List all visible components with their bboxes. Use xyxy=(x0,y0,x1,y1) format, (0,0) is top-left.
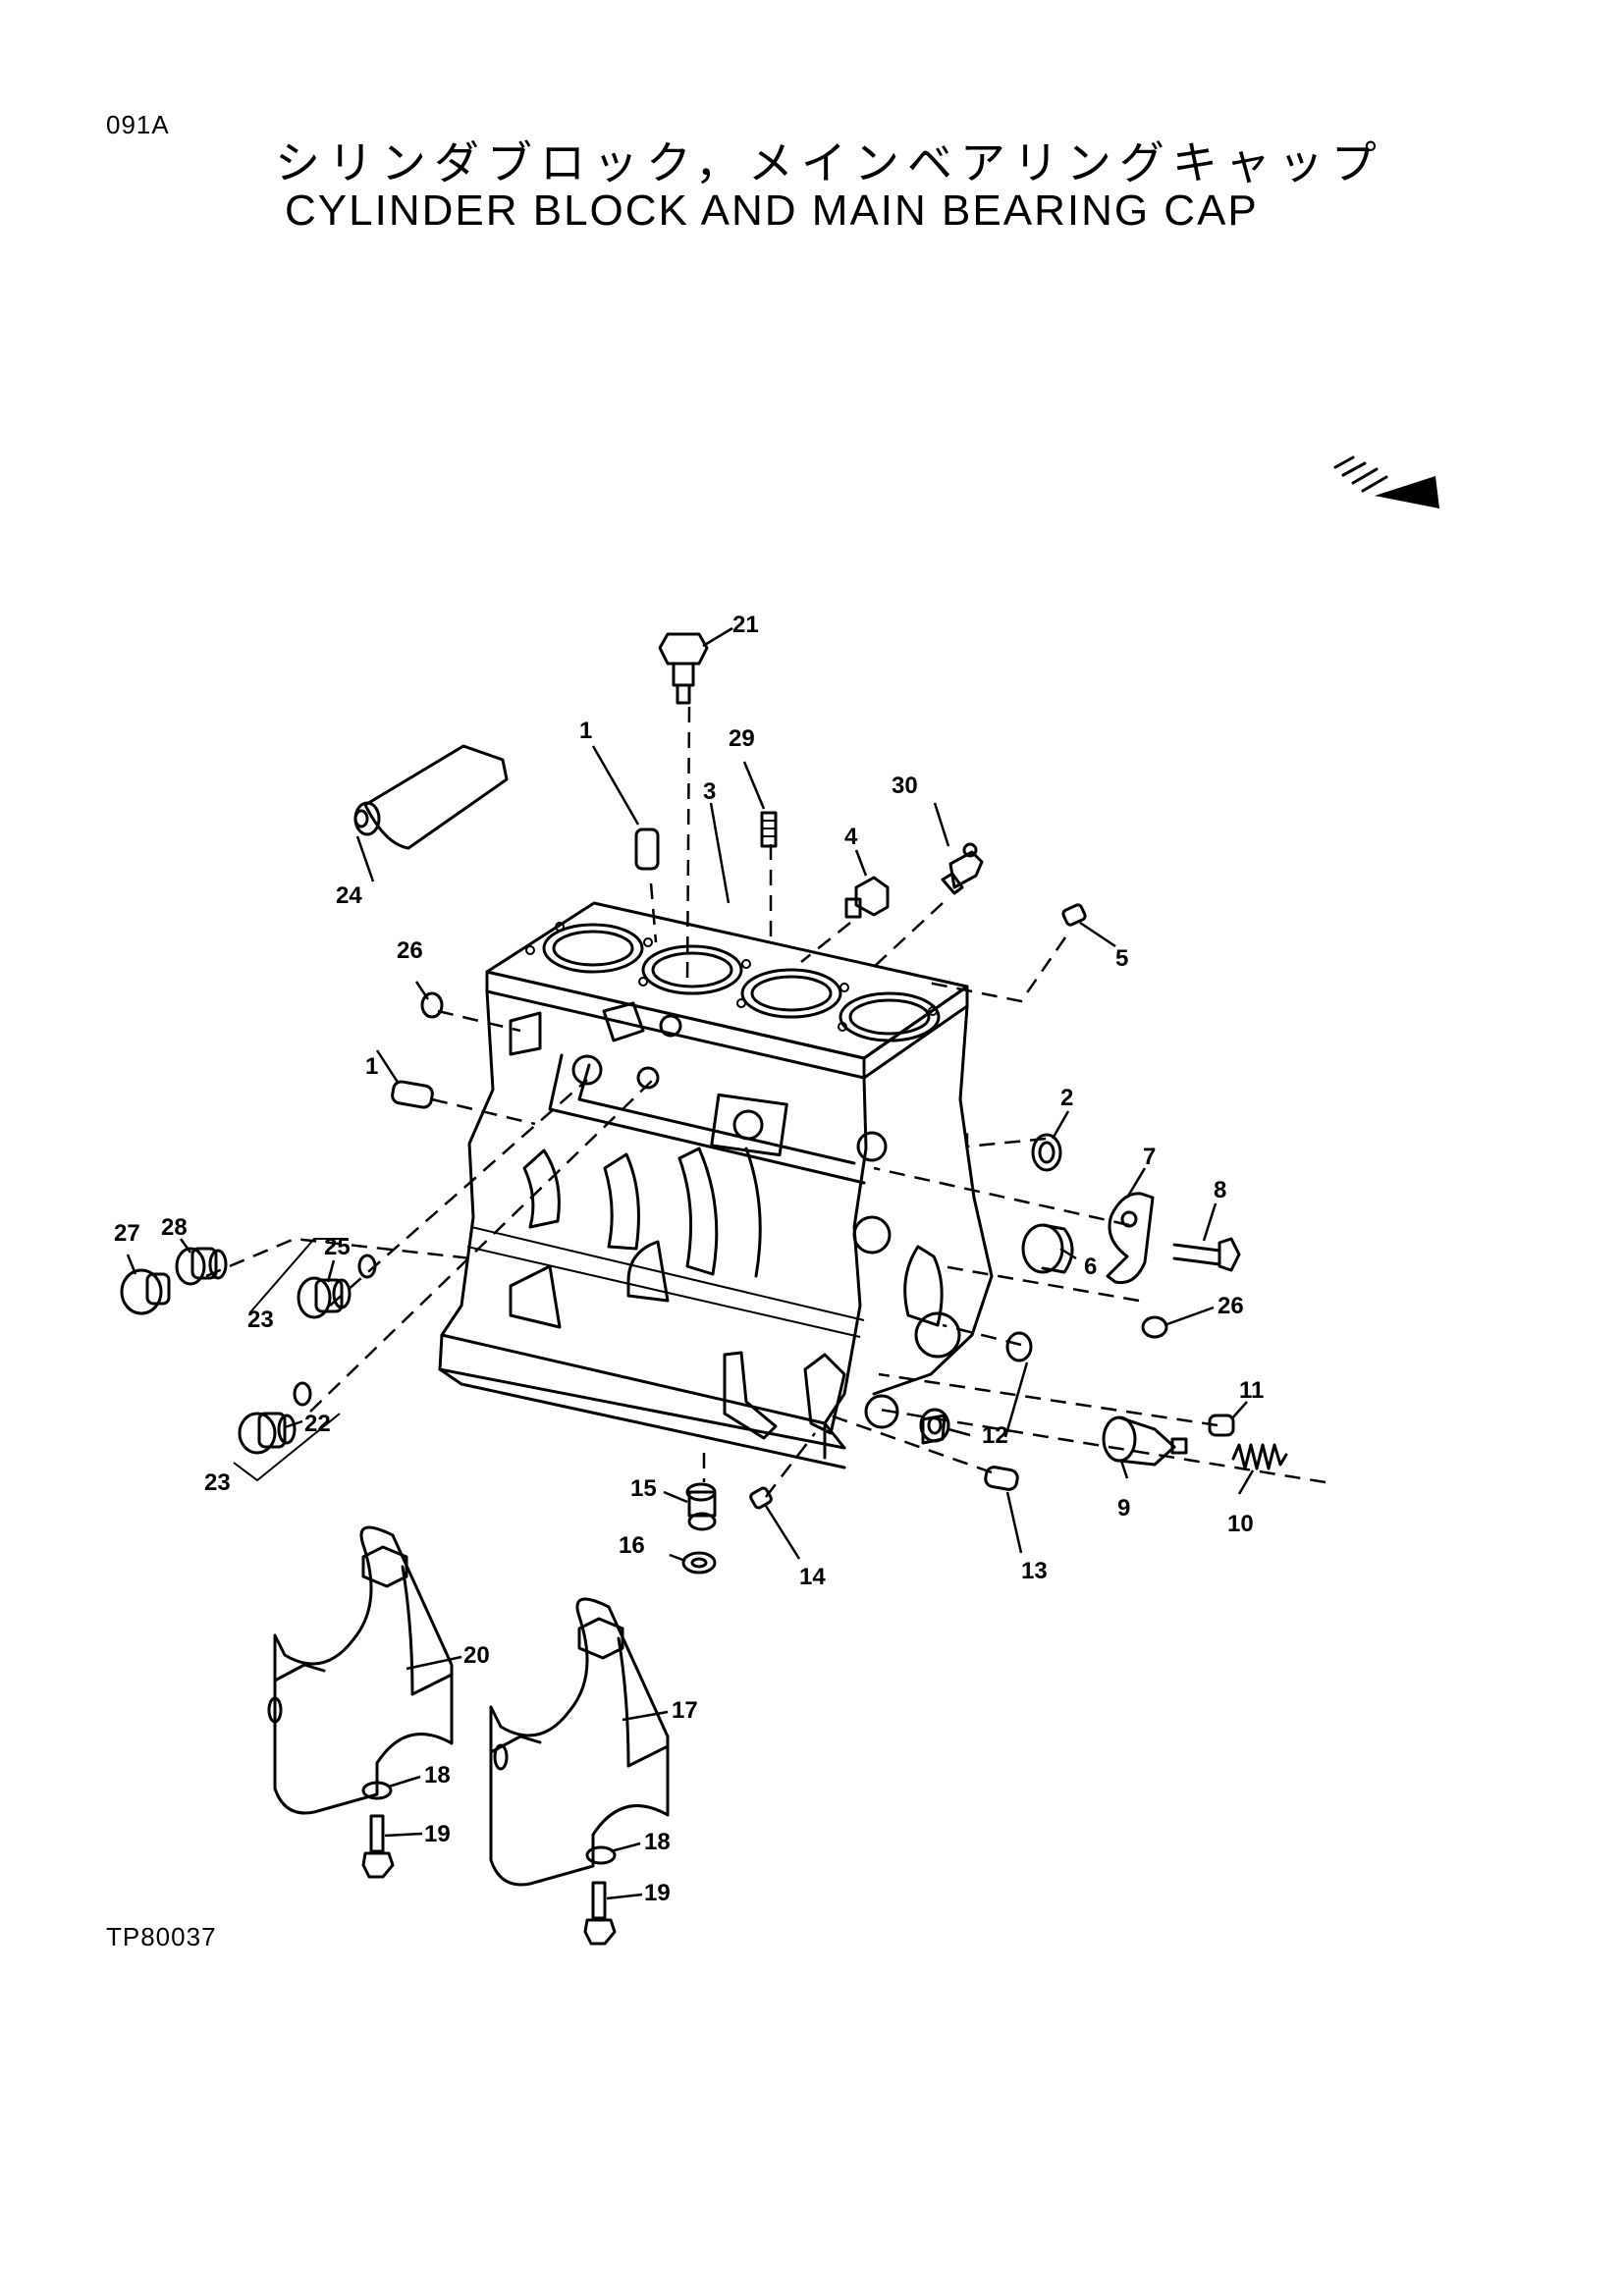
part-12-bushing-a xyxy=(1005,1331,1033,1362)
part-5-plug xyxy=(1061,903,1087,927)
part-1-dowel-front xyxy=(391,1080,434,1109)
part-17-main-bearing-cap xyxy=(489,1597,670,1887)
part-2-bushing xyxy=(1031,1133,1062,1172)
callout-5: 5 xyxy=(1115,945,1128,972)
callout-3: 3 xyxy=(703,778,716,805)
part-18-washer-left xyxy=(361,1781,393,1800)
callout-14: 14 xyxy=(799,1564,826,1590)
part-23-plug-lower xyxy=(233,1412,341,1482)
callout-18-left: 18 xyxy=(424,1762,451,1789)
callout-19-right: 19 xyxy=(644,1880,671,1906)
page-title-english: CYLINDER BLOCK AND MAIN BEARING CAP xyxy=(285,187,1259,235)
callout-10: 10 xyxy=(1227,1511,1254,1537)
callout-17: 17 xyxy=(672,1697,698,1724)
part-25-o-ring xyxy=(357,1254,377,1279)
part-28-plug xyxy=(175,1247,228,1286)
figure-code: TP80037 xyxy=(106,1922,217,1951)
part-12-bushing-c xyxy=(919,1408,950,1445)
part-22-o-ring xyxy=(293,1381,312,1407)
callout-26-front: 26 xyxy=(397,937,423,964)
callout-23-lower: 23 xyxy=(204,1469,231,1496)
callout-21: 21 xyxy=(732,612,759,638)
part-29-stud xyxy=(760,811,778,848)
part-23-plug-upper xyxy=(248,1238,352,1319)
callout-12: 12 xyxy=(982,1422,1008,1449)
part-11-plug xyxy=(1208,1414,1235,1437)
callout-30: 30 xyxy=(892,773,918,799)
part-27-plug xyxy=(120,1268,171,1315)
part-24-sealant-tube xyxy=(353,744,509,850)
callout-25: 25 xyxy=(324,1234,351,1260)
callout-13: 13 xyxy=(1021,1558,1048,1584)
part-26-plug-right xyxy=(1141,1315,1168,1339)
part-19-bolt-right xyxy=(583,1881,617,1946)
part-9-valve xyxy=(1102,1415,1188,1467)
part-15-plug xyxy=(685,1482,717,1531)
callout-4: 4 xyxy=(844,824,858,850)
part-13-dowel xyxy=(984,1466,1019,1491)
part-30-fitting xyxy=(941,842,984,895)
callout-2: 2 xyxy=(1060,1085,1073,1111)
part-16-washer xyxy=(681,1551,717,1575)
callout-24: 24 xyxy=(336,882,362,909)
assembly-lines xyxy=(205,706,1326,1498)
callout-22: 22 xyxy=(304,1411,331,1437)
cylinder-block xyxy=(438,901,994,1469)
part-18-washer-right xyxy=(585,1845,617,1865)
callout-27: 27 xyxy=(114,1220,140,1247)
callout-labels: 21 1 3 29 4 30 5 24 26 1 28 27 25 23 22 … xyxy=(114,612,1264,1906)
leader-lines xyxy=(126,626,1255,1900)
part-21-bolt xyxy=(658,632,709,705)
callout-19-left: 19 xyxy=(424,1821,451,1847)
part-4-plug xyxy=(844,876,890,919)
callout-29: 29 xyxy=(729,725,755,752)
callout-15: 15 xyxy=(630,1475,657,1502)
callout-9: 9 xyxy=(1117,1495,1130,1522)
callout-1-front: 1 xyxy=(365,1053,378,1080)
part-19-bolt-left xyxy=(361,1814,395,1879)
callout-6: 6 xyxy=(1084,1254,1097,1280)
part-10-spring xyxy=(1231,1443,1288,1470)
callout-28: 28 xyxy=(161,1214,188,1241)
part-14-plug xyxy=(749,1486,773,1510)
page-title-japanese: シリンダブロック，メインベアリングキャップ xyxy=(275,136,1384,189)
front-direction-arrow-icon xyxy=(1333,455,1439,508)
callout-7: 7 xyxy=(1143,1144,1156,1170)
callout-11: 11 xyxy=(1239,1377,1264,1404)
part-20-main-bearing-cap xyxy=(267,1525,454,1815)
callout-16: 16 xyxy=(619,1532,645,1559)
part-8-bolt xyxy=(1172,1237,1241,1272)
callout-23-upper: 23 xyxy=(247,1307,274,1333)
part-6-bushing xyxy=(1021,1223,1074,1274)
callout-18-right: 18 xyxy=(644,1829,671,1855)
page-code: 091A xyxy=(106,110,170,139)
part-7-thrust-plate xyxy=(1106,1192,1155,1285)
callout-20: 20 xyxy=(463,1642,490,1669)
part-1-dowel-top xyxy=(634,828,660,871)
callout-8: 8 xyxy=(1214,1177,1226,1203)
part-26-plug-front xyxy=(420,991,444,1019)
callout-1-top: 1 xyxy=(579,718,592,744)
callout-26-right: 26 xyxy=(1218,1293,1244,1319)
